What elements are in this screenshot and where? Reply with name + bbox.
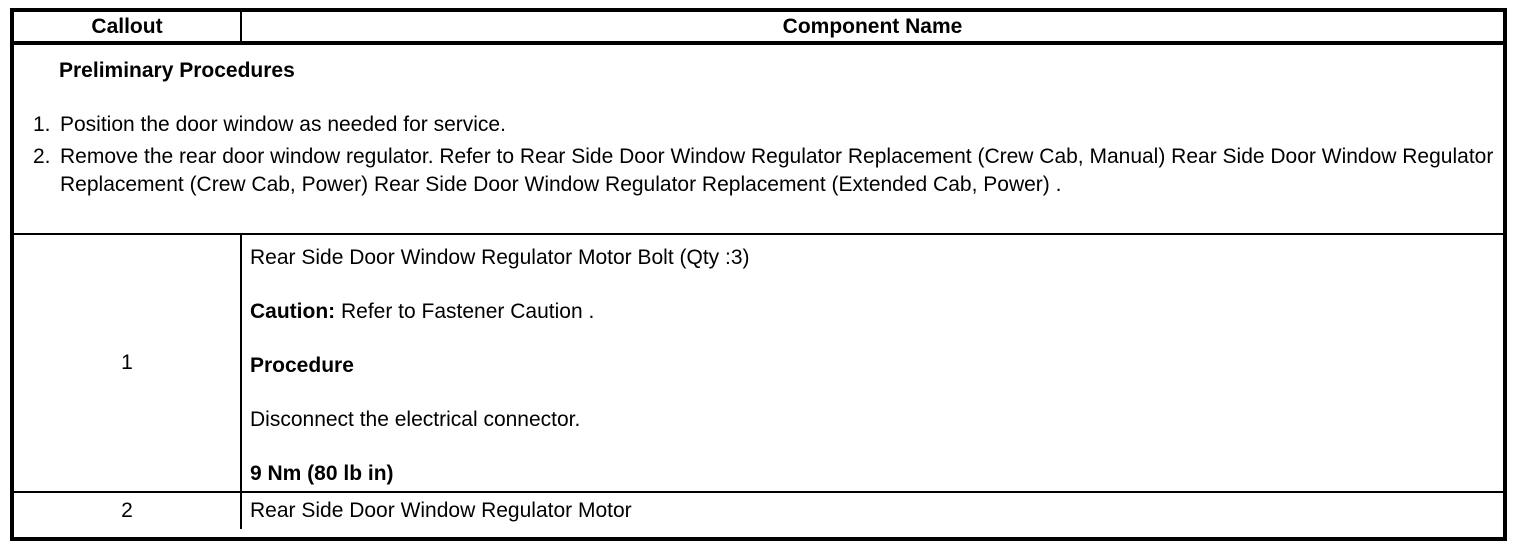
preliminary-step-1: 1. Position the door window as needed fo… — [33, 111, 1503, 139]
caution-note: Caution: Refer to Fastener Caution . — [250, 299, 1487, 325]
step-number: 1. — [33, 113, 51, 136]
table-row-callout-1: 1 Rear Side Door Window Regulator Motor … — [14, 235, 1503, 493]
torque-spec-text: 9 Nm (80 lb in) — [250, 462, 394, 485]
caution-text: Refer to Fastener Caution . — [341, 300, 595, 323]
callout-column-header: Callout — [14, 12, 242, 41]
caution-label: Caution: — [250, 300, 336, 323]
table-header-row: Callout Component Name — [14, 12, 1503, 45]
component-name-text: Rear Side Door Window Regulator Motor — [250, 499, 632, 522]
component-callout-table: Callout Component Name Preliminary Proce… — [10, 8, 1507, 541]
preliminary-procedures-section: Preliminary Procedures 1. Position the d… — [14, 45, 1503, 235]
preliminary-procedures-title: Preliminary Procedures — [59, 59, 295, 82]
component-name-column-header: Component Name — [782, 14, 963, 38]
component-name-text: Rear Side Door Window Regulator Motor Bo… — [250, 246, 750, 269]
component-detail-cell: Rear Side Door Window Regulator Motor Bo… — [242, 235, 1503, 491]
procedure-step-text: Disconnect the electrical connector. — [250, 408, 581, 431]
table-row-callout-2: 2 Rear Side Door Window Regulator Motor — [14, 493, 1503, 529]
preliminary-step-2: 2. Remove the rear door window regulator… — [33, 143, 1503, 199]
step-text: Position the door window as needed for s… — [60, 113, 506, 136]
step-number: 2. — [33, 145, 51, 168]
callout-number-cell: 1 — [14, 235, 242, 491]
callout-number-cell: 2 — [14, 493, 242, 529]
component-detail-cell: Rear Side Door Window Regulator Motor — [242, 493, 1503, 529]
procedure-heading: Procedure — [250, 354, 354, 377]
step-text: Remove the rear door window regulator. R… — [60, 145, 1494, 196]
